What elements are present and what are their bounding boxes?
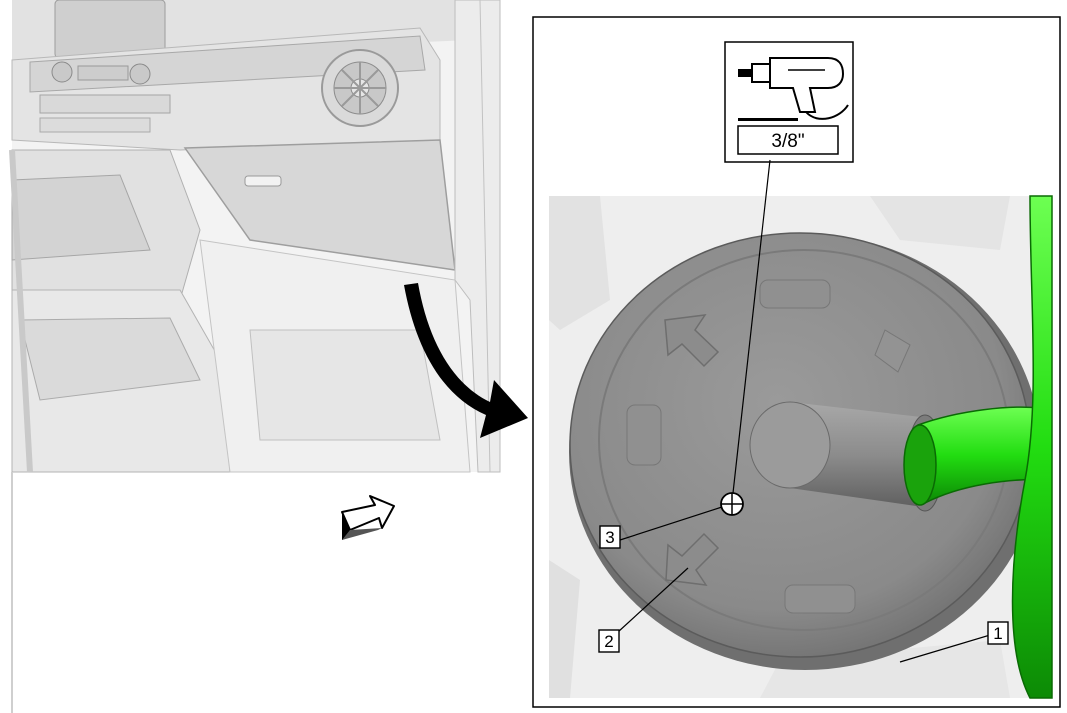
grommet-arrow-mark-up [664,314,720,368]
callout-3: 3 [599,525,621,549]
forward-direction-icon [341,495,395,540]
wiring-harness [903,195,1053,699]
grommet [569,232,1041,670]
svg-text:2: 2 [604,632,613,651]
svg-text:3: 3 [605,528,614,547]
drill-bit-graphic [738,118,798,121]
drill-tool-box: 3/8" [724,41,854,163]
svg-text:1: 1 [993,624,1002,643]
callout-2: 2 [598,629,620,653]
air-vent [321,49,399,127]
drill-icon [738,57,849,120]
callout-1: 1 [987,621,1009,645]
glove-box-handle [244,175,282,187]
drill-point-mark [720,492,744,516]
climate-controls [39,61,171,133]
detail-pointer-arrow [404,283,528,438]
drill-bit-size-label: 3/8" [771,131,804,152]
vehicle-interior-view [9,0,528,473]
callout-leaders [617,159,991,663]
grommet-arrow-mark [665,532,720,586]
